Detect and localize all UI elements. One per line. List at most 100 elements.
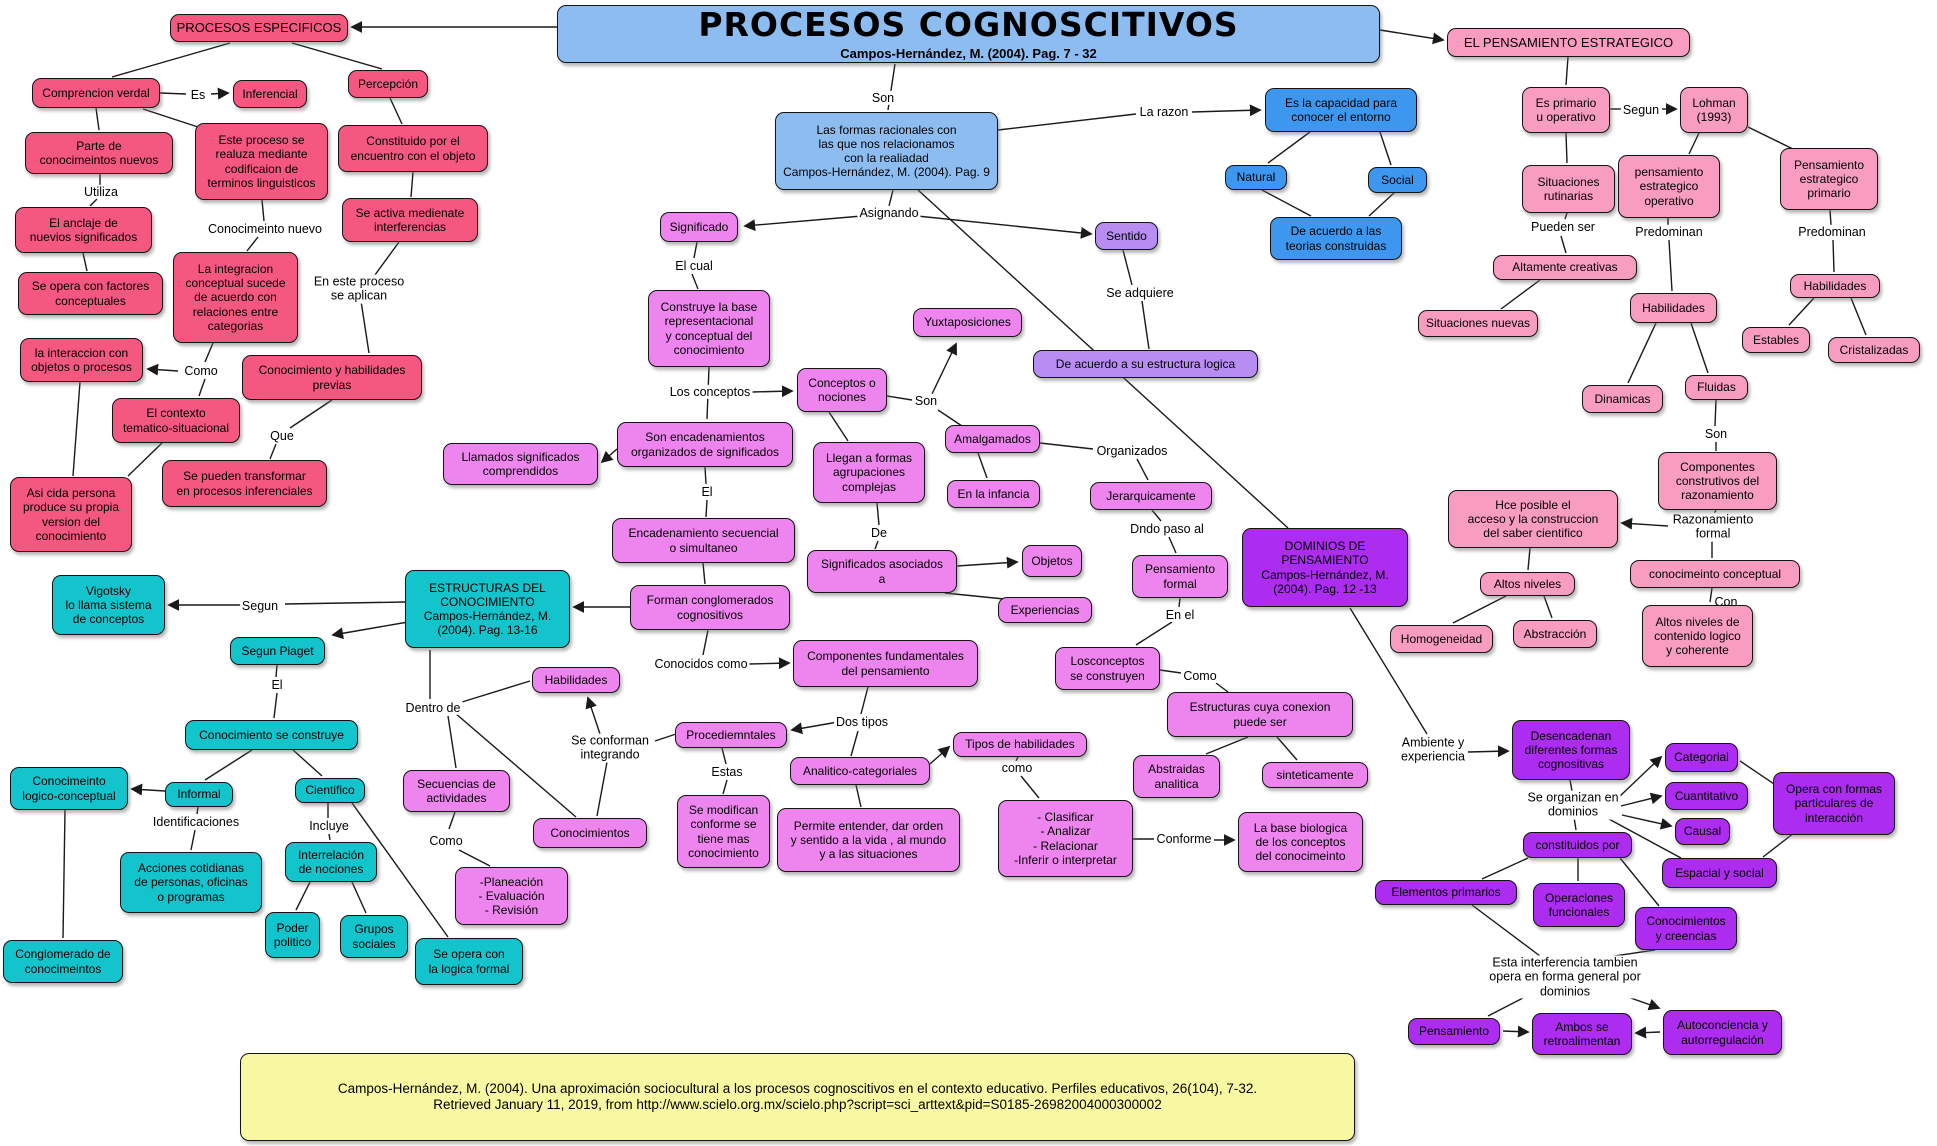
- node-estructuras-conexion[interactable]: Estructuras cuya conexion puede ser: [1167, 692, 1353, 737]
- node-este-proceso[interactable]: Este proceso se realuza mediante codific…: [195, 123, 328, 200]
- node-habilidades-b[interactable]: Habilidades: [1790, 274, 1880, 298]
- node-procesos-especificos[interactable]: PROCESOS ESPECIFICOS: [170, 14, 348, 42]
- node-constituidos[interactable]: constituidos por: [1523, 832, 1632, 858]
- node-abstraidas[interactable]: Abstraidas analitica: [1133, 755, 1220, 798]
- node-informal[interactable]: Informal: [165, 782, 233, 807]
- node-grupos-sociales[interactable]: Grupos sociales: [340, 915, 408, 958]
- node-permite[interactable]: Permite entender, dar orden y sentido a …: [777, 808, 960, 872]
- node-base-biologica[interactable]: La base biologica de los conceptos del c…: [1238, 812, 1363, 872]
- node-pensamiento-n[interactable]: Pensamiento: [1408, 1018, 1500, 1045]
- node-objetos[interactable]: Objetos: [1022, 545, 1082, 577]
- node-inferencial[interactable]: Inferencial: [233, 80, 307, 108]
- node-hce-posible[interactable]: Hce posible el acceso y la construccion …: [1448, 490, 1618, 548]
- node-llegan[interactable]: Llegan a formas agrupaciones complejas: [813, 442, 925, 503]
- node-yuxtaposiciones[interactable]: Yuxtaposiciones: [913, 308, 1022, 337]
- node-construye-base[interactable]: Construye la base representacional y con…: [648, 290, 770, 367]
- node-dominios[interactable]: DOMINIOS DE PENSAMIENTO Campos-Hernández…: [1242, 528, 1408, 607]
- node-cientifico[interactable]: Cientifico: [295, 778, 365, 803]
- node-las-formas[interactable]: Las formas racionales con las que nos re…: [775, 112, 998, 190]
- node-significado[interactable]: Significado: [660, 212, 738, 242]
- node-cuantitativo[interactable]: Cuantitativo: [1665, 782, 1748, 810]
- node-amalgamados[interactable]: Amalgamados: [945, 425, 1040, 453]
- node-tipos-habilidades[interactable]: Tipos de habilidades: [953, 732, 1087, 757]
- node-desencadenan[interactable]: Desencadenan diferentes formas cognositi…: [1512, 720, 1630, 780]
- node-forman[interactable]: Forman conglomerados cognositivos: [630, 585, 790, 630]
- node-ambos[interactable]: Ambos se retroalimentan: [1532, 1013, 1632, 1055]
- node-altos-niveles-contenido[interactable]: Altos niveles de contenido logico y cohe…: [1642, 605, 1753, 667]
- node-es-primario[interactable]: Es primario u operativo: [1522, 87, 1610, 133]
- node-altamente[interactable]: Altamente creativas: [1493, 255, 1637, 280]
- node-constituido[interactable]: Constituido por el encuentro con el obje…: [338, 125, 488, 172]
- node-clasificar[interactable]: - Clasificar - Analizar - Relacionar -In…: [998, 800, 1133, 877]
- node-elementos[interactable]: Elementos primarios: [1375, 880, 1517, 905]
- node-segun-piaget[interactable]: Segun Piaget: [230, 637, 325, 665]
- node-sentido[interactable]: Sentido: [1095, 222, 1158, 250]
- node-poder-politico[interactable]: Poder politico: [265, 912, 320, 958]
- node-vigotsky[interactable]: Vigotsky lo llama sistema de conceptos: [52, 575, 165, 635]
- node-acciones[interactable]: Acciones cotidianas de personas, oficina…: [120, 852, 262, 913]
- node-el-contexto[interactable]: El contexto tematico-situacional: [112, 398, 240, 443]
- node-social[interactable]: Social: [1368, 167, 1427, 193]
- node-habilidades-a[interactable]: Habilidades: [1630, 293, 1717, 323]
- node-opera-formas[interactable]: Opera con formas particulares de interac…: [1773, 772, 1895, 835]
- node-situaciones-nuevas[interactable]: Situaciones nuevas: [1418, 310, 1538, 337]
- node-abstraccion[interactable]: Abstracción: [1513, 620, 1597, 648]
- node-la-interaccion[interactable]: la interaccion con objetos o procesos: [20, 338, 143, 382]
- node-jerarquicamente[interactable]: Jerarquicamente: [1090, 482, 1212, 510]
- node-encadenamiento[interactable]: Encadenamiento secuencial o simultaneo: [612, 518, 795, 563]
- node-significados-asociados[interactable]: Significados asociados a: [807, 550, 957, 593]
- node-conglomerado[interactable]: Conglomerado de conocimeintos: [3, 940, 123, 983]
- node-secuencias[interactable]: Secuencias de actividades: [403, 770, 510, 812]
- node-homogeneidad[interactable]: Homogeneidad: [1390, 625, 1493, 653]
- node-percepcion[interactable]: Percepción: [348, 70, 428, 98]
- node-comp-construtivos[interactable]: Componentes construtivos del razonamient…: [1658, 452, 1777, 510]
- node-planeacion[interactable]: -Planeación - Evaluación - Revisión: [455, 867, 568, 925]
- node-es-capacidad[interactable]: Es la capacidad para conocer el entorno: [1265, 88, 1417, 132]
- node-operaciones[interactable]: Operaciones funcionales: [1533, 883, 1625, 927]
- node-pens-estr-primario[interactable]: Pensamiento estrategico primario: [1780, 148, 1878, 210]
- node-dinamicas[interactable]: Dinamicas: [1582, 385, 1663, 413]
- node-teorias[interactable]: De acuerdo a las teorias construidas: [1270, 217, 1402, 260]
- node-en-la-infancia[interactable]: En la infancia: [947, 480, 1040, 508]
- node-se-opera-factores[interactable]: Se opera con factores conceptuales: [18, 272, 163, 315]
- node-de-acuerdo-estructura[interactable]: De acuerdo a su estructura logica: [1033, 350, 1258, 378]
- node-conocimiento-habilidades[interactable]: Conocimiento y habilidades previas: [242, 355, 422, 400]
- node-se-activa[interactable]: Se activa medienate interferencias: [342, 198, 478, 242]
- node-pens-estr-operativo[interactable]: pensamiento estrategico operativo: [1618, 155, 1720, 218]
- node-categorial[interactable]: Categorial: [1665, 743, 1738, 772]
- node-son-encadenamientos[interactable]: Son encadenamientos organizados de signi…: [617, 422, 793, 467]
- node-estructuras[interactable]: ESTRUCTURAS DEL CONOCIMIENTO Campos-Hern…: [405, 570, 570, 648]
- node-conocimeinto-conceptual[interactable]: conocimeinto conceptual: [1630, 560, 1800, 588]
- node-causal[interactable]: Causal: [1675, 818, 1730, 845]
- node-situaciones-rutinarias[interactable]: Situaciones rutinarias: [1522, 165, 1615, 213]
- node-el-anclaje[interactable]: El anclaje de nuevios significados: [15, 207, 152, 253]
- node-analitico[interactable]: Analitico-categoriales: [790, 757, 930, 785]
- node-estables[interactable]: Estables: [1742, 327, 1810, 353]
- node-parte-de[interactable]: Parte de conocimeintos nuevos: [25, 132, 173, 174]
- node-losconceptos[interactable]: Losconceptos se construyen: [1055, 647, 1160, 690]
- node-pensamiento-formal[interactable]: Pensamiento formal: [1132, 555, 1228, 598]
- node-el-pensamiento-estrategico[interactable]: EL PENSAMIENTO ESTRATEGICO: [1447, 28, 1690, 57]
- node-conocimiento-construye[interactable]: Conocimiento se construye: [185, 720, 358, 750]
- node-altos-niveles[interactable]: Altos niveles: [1480, 572, 1575, 596]
- node-la-integracion[interactable]: La integracion conceptual sucede de acue…: [173, 252, 298, 343]
- node-se-pueden[interactable]: Se pueden transformar en procesos infere…: [162, 460, 327, 507]
- node-lohman[interactable]: Lohman (1993): [1680, 87, 1748, 133]
- node-conocimientos-creencias[interactable]: Conocimientos y creencias: [1635, 907, 1737, 950]
- node-componentes-fund[interactable]: Componentes fundamentales del pensamient…: [793, 640, 978, 687]
- node-asi-cida[interactable]: Asi cida persona produce su propia versi…: [10, 477, 132, 552]
- node-comprencion-verdal[interactable]: Comprencion verdal: [32, 78, 160, 108]
- node-fluidas[interactable]: Fluidas: [1685, 375, 1748, 400]
- node-cristalizadas[interactable]: Cristalizadas: [1828, 337, 1920, 363]
- node-espacial[interactable]: Espacial y social: [1662, 858, 1777, 888]
- node-natural[interactable]: Natural: [1225, 165, 1287, 190]
- node-se-modifican[interactable]: Se modifican conforme se tiene mas conoc…: [677, 795, 770, 868]
- node-habilidades-c[interactable]: Habilidades: [532, 667, 620, 693]
- node-se-opera-logica[interactable]: Se opera con la logica formal: [415, 938, 523, 985]
- node-conceptos-nociones[interactable]: Conceptos o nociones: [797, 368, 887, 412]
- node-conocimientos[interactable]: Conocimientos: [533, 818, 647, 848]
- node-conocimeinto-logico[interactable]: Conocimeinto logico-conceptual: [10, 767, 128, 810]
- node-interrelacion[interactable]: Interrelación de nociones: [285, 842, 377, 882]
- node-experiencias[interactable]: Experiencias: [998, 597, 1092, 623]
